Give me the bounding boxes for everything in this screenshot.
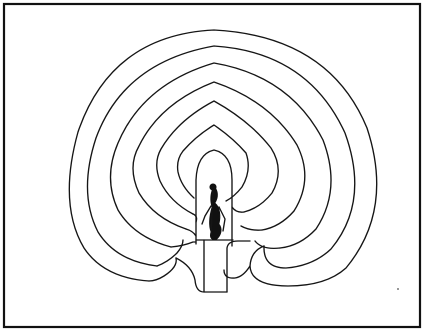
image-speck [397,288,399,290]
figure-head [210,184,216,190]
image-border [4,4,420,327]
